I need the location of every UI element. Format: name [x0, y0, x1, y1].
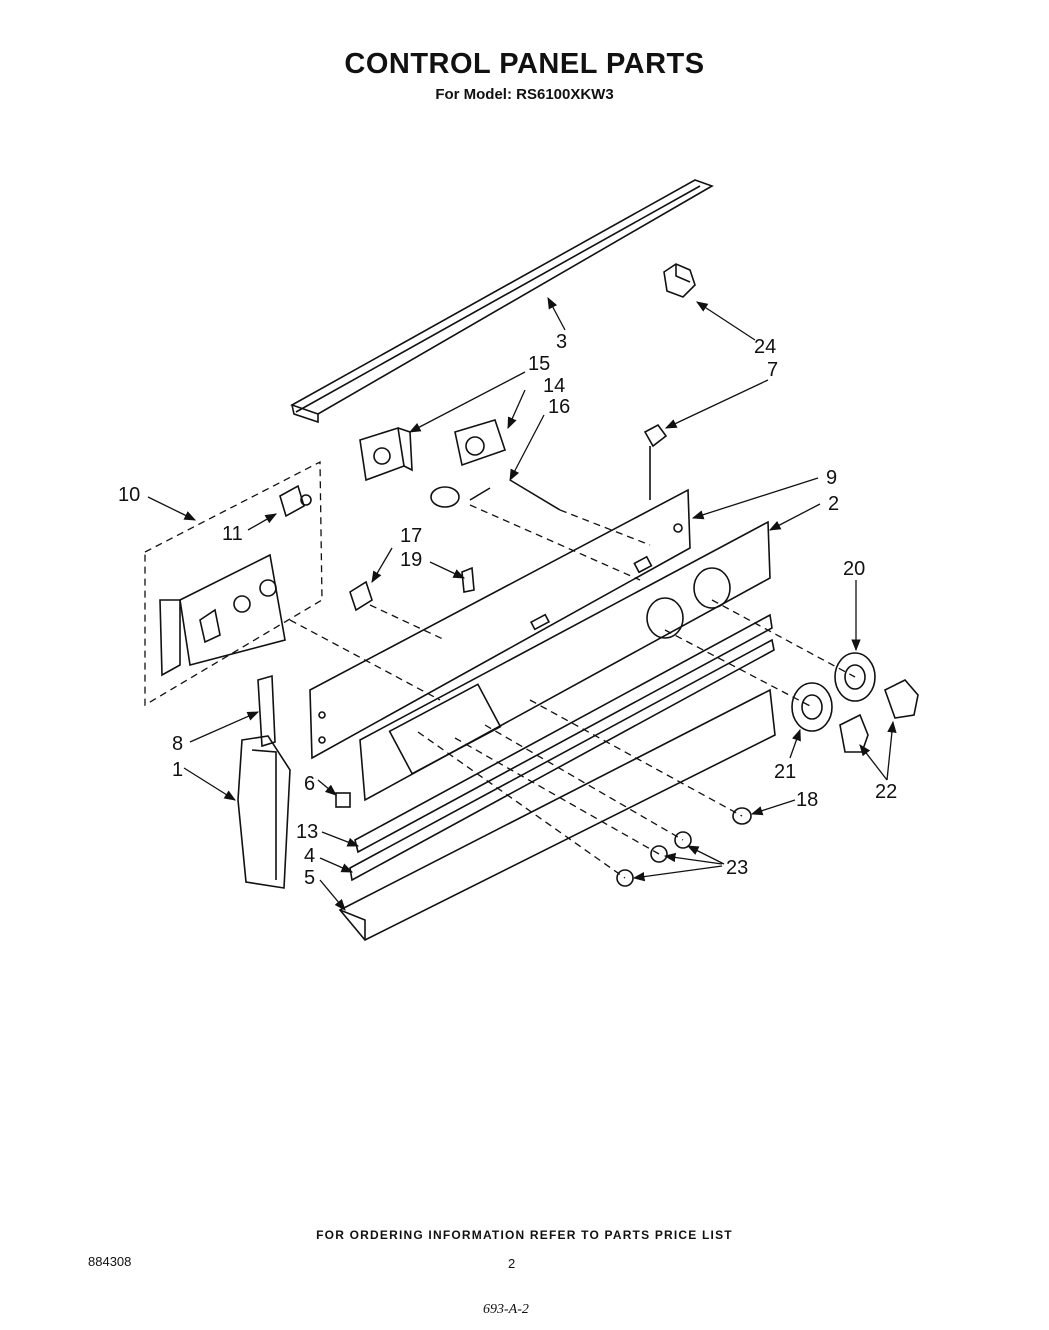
part-17-clip	[349, 580, 373, 612]
page-title: CONTROL PANEL PARTS	[344, 48, 705, 80]
callout-1: 1	[172, 759, 183, 781]
part-2-control-panel	[359, 520, 771, 802]
ordering-note: FOR ORDERING INFORMATION REFER TO PARTS …	[316, 1228, 733, 1242]
callout-5: 5	[304, 867, 315, 889]
page-number: 2	[508, 1256, 516, 1271]
part-4-trim	[349, 638, 775, 882]
document-number: 884308	[88, 1254, 132, 1269]
part-23-grommets	[616, 831, 692, 887]
callout-2: 2	[828, 493, 839, 515]
callout-8: 8	[172, 733, 183, 755]
callout-24: 24	[754, 336, 776, 358]
callout-14: 14	[543, 375, 565, 397]
model-subtitle: For Model: RS6100XKW3	[435, 86, 614, 103]
callout-10: 10	[118, 484, 140, 506]
part-1-end-cap	[237, 735, 291, 889]
callout-19: 19	[400, 549, 422, 571]
callout-labels: 3 15 14 16 24 7 10 11 9 2 17 19 20 8 1 6…	[118, 331, 897, 889]
alignment-lines	[289, 504, 856, 879]
part-10-clock-assembly	[144, 460, 323, 707]
revision-code: 693-A-2	[483, 1302, 529, 1317]
part-20-bezel	[834, 652, 876, 702]
part-19-clip	[461, 566, 475, 593]
callout-4: 4	[304, 845, 315, 867]
callout-21: 21	[774, 761, 796, 783]
callout-6: 6	[304, 773, 315, 795]
part-21-bezel	[791, 682, 833, 732]
part-22-knob	[839, 679, 919, 753]
callout-3: 3	[556, 331, 567, 353]
part-7-socket	[643, 423, 668, 500]
part-8-bracket	[257, 674, 276, 748]
part-3-trim-strip	[290, 179, 714, 424]
part-6-block	[335, 792, 351, 808]
callout-17: 17	[400, 525, 422, 547]
leader-arrows	[147, 296, 897, 911]
part-16-wire	[430, 479, 561, 511]
callout-20: 20	[843, 558, 865, 580]
part-14-switch	[454, 419, 507, 467]
part-15-switch	[359, 426, 413, 482]
part-5-trim	[338, 688, 776, 941]
callout-7: 7	[767, 359, 778, 381]
callout-15: 15	[528, 353, 550, 375]
part-24-cap	[663, 263, 696, 298]
callout-22: 22	[875, 781, 897, 803]
part-13-trim	[354, 613, 773, 854]
callout-11: 11	[222, 523, 243, 545]
part-9-bracket	[309, 488, 691, 760]
callout-16: 16	[548, 396, 570, 418]
part-11-clip	[279, 484, 312, 518]
part-18-grommet	[732, 807, 752, 825]
callout-9: 9	[826, 467, 837, 489]
callout-18: 18	[796, 789, 818, 811]
callout-13: 13	[296, 821, 318, 843]
callout-23: 23	[726, 857, 748, 879]
